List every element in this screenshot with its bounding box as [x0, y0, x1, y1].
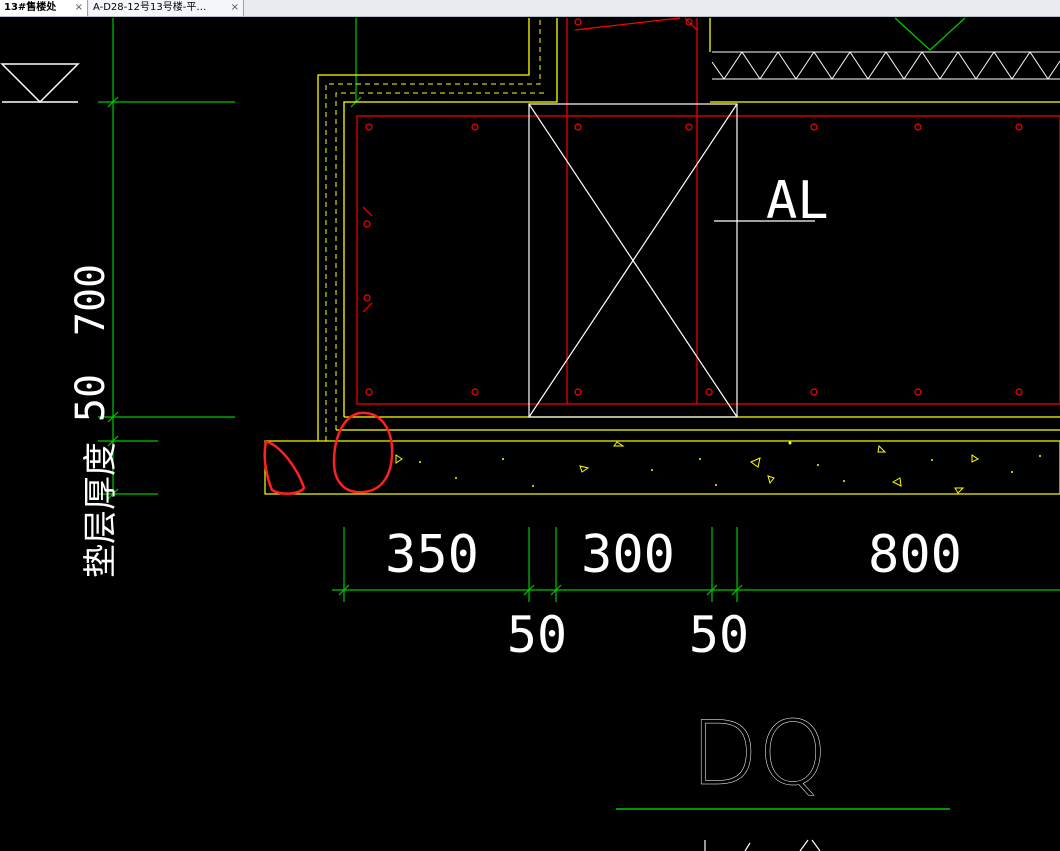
tab-label: 13#售楼处 [4, 2, 57, 13]
dim-700-text: 700 [68, 264, 114, 336]
grade-marker-icon [894, 17, 966, 51]
rebar-outline-red [356, 17, 1060, 405]
wall-outline-yellow [317, 18, 1060, 441]
elevation-marker-icon [0, 63, 80, 104]
section-title-text: DQ [690, 702, 827, 805]
dim-800-text: 800 [868, 525, 962, 585]
dim-300-text: 300 [581, 525, 675, 585]
ground-hatching [711, 51, 1060, 80]
vertical-dimension-lines [98, 18, 362, 500]
tab-document-a-d28[interactable]: A-D28-12号13号楼-平… × [89, 0, 244, 16]
tab-document-13-sales-office[interactable]: 13#售楼处 × [0, 0, 88, 16]
close-icon[interactable]: × [74, 2, 83, 13]
document-tab-bar: 13#售楼处 × A-D28-12号13号楼-平… × [0, 0, 1060, 17]
layer-thickness-label: 垫层厚度 [81, 442, 121, 578]
horizontal-dimension-lines [332, 527, 1060, 602]
bedding-layer [264, 440, 1060, 495]
al-tag: AL [714, 171, 829, 231]
dim-50-text: 50 [68, 374, 114, 422]
rebar-dots [363, 18, 1023, 396]
horizontal-dimension-text: 350 300 800 50 50 [385, 525, 962, 664]
close-icon[interactable]: × [230, 2, 239, 13]
dim-350-text: 350 [385, 525, 479, 585]
dim-50-right-text: 50 [689, 606, 749, 664]
vertical-dimension-text: 700 50 垫层厚度 [68, 264, 121, 578]
dim-50-left-text: 50 [507, 606, 567, 664]
column-cross-box [528, 103, 738, 418]
red-markup-annotations [263, 411, 394, 495]
al-tag-text: AL [766, 171, 829, 231]
section-title: DQ [616, 702, 950, 851]
tab-label: A-D28-12号13号楼-平… [93, 2, 207, 13]
